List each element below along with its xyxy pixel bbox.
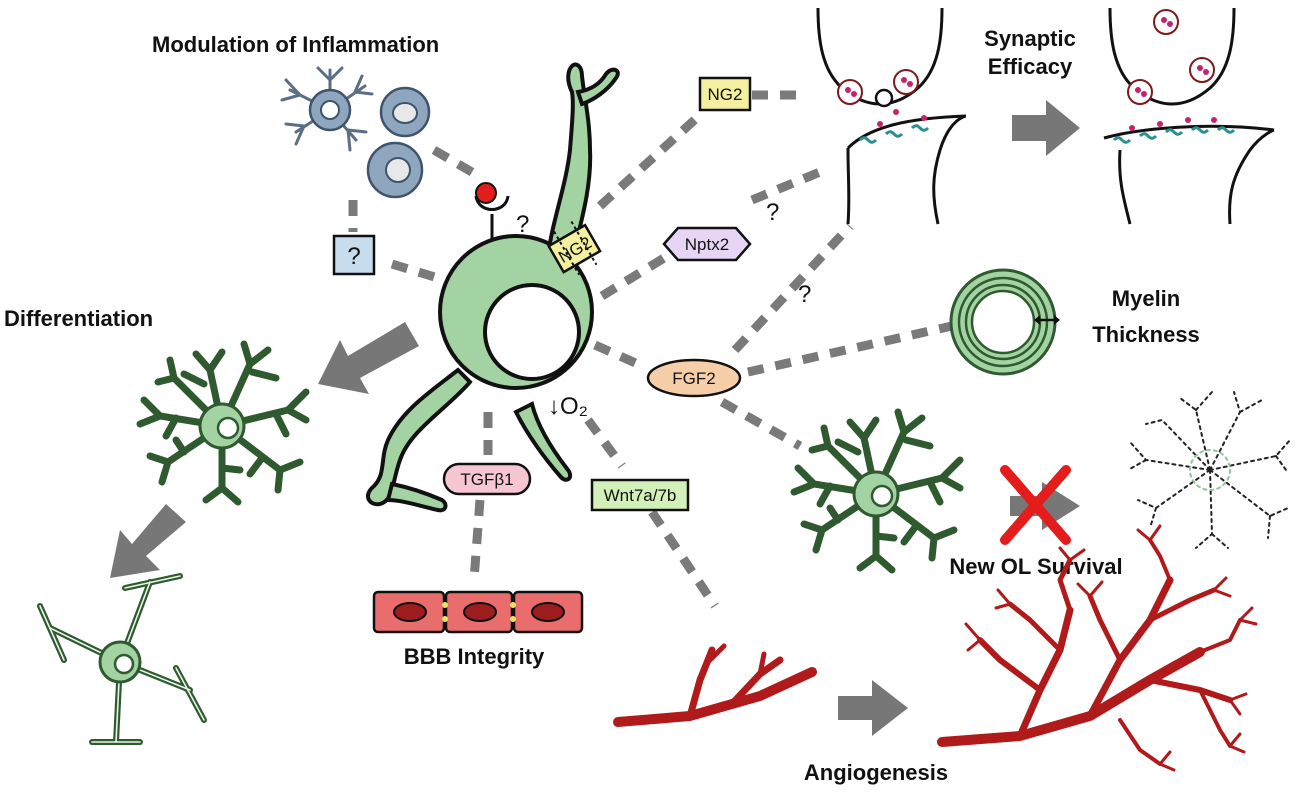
opc-cell — [366, 62, 620, 513]
link-fgf2-synapse — [731, 222, 854, 354]
receptor-cup — [474, 195, 510, 211]
link-wnt-vessel — [648, 509, 719, 609]
opc-bottom-process — [513, 401, 573, 482]
opc-upper-process — [545, 62, 593, 263]
unknown-factor-box: ? — [332, 234, 376, 276]
link-opc-ng2 — [596, 111, 704, 210]
nptx2-tag: Nptx2 ? — [662, 199, 779, 262]
link-nptx2-synapse — [750, 167, 822, 205]
opc-lower-process — [366, 367, 473, 507]
endothelial-cells — [372, 590, 584, 634]
unknown-factor-label: ? — [347, 243, 360, 270]
link-fgf2-ol — [719, 398, 803, 450]
premyelinating-ol-right — [790, 408, 964, 574]
heading-synaptic-line2: Efficacy — [988, 54, 1073, 79]
arrow-ol-survival — [1010, 482, 1080, 530]
heading-angiogenesis: Angiogenesis — [804, 760, 948, 785]
link-immune-receptor — [431, 146, 485, 182]
heading-inflammation: Modulation of Inflammation — [152, 32, 439, 57]
dying-ol — [1127, 391, 1291, 549]
postsynaptic-neuron-2 — [1118, 128, 1275, 225]
arrow-differentiation-2 — [110, 504, 186, 578]
dashed-connectors — [348, 90, 953, 609]
heading-bbb: BBB Integrity — [404, 644, 545, 669]
arrow-synaptic-efficacy — [1012, 100, 1080, 156]
wnt-tag: Wnt7a/7b — [590, 478, 690, 512]
link-fgf2-myelin — [747, 321, 953, 377]
immune-cell-1 — [379, 86, 431, 138]
link-opc-nptx2 — [599, 254, 667, 300]
receptor: ? — [474, 182, 529, 240]
fgf2-tag-label: FGF2 — [672, 369, 715, 388]
postsynaptic-neuron-1 — [846, 114, 967, 225]
vessel-simple — [613, 643, 817, 727]
arrow-angiogenesis — [838, 680, 908, 736]
ligand-dot — [475, 182, 497, 204]
myelin-question-mark: ? — [798, 281, 811, 308]
presynaptic-terminal-1 — [816, 7, 944, 106]
low-oxygen-label: ↓O₂ — [548, 393, 588, 420]
opc-upper-branch — [575, 67, 620, 107]
heading-synaptic-line1: Synaptic — [984, 26, 1076, 51]
ng2-tag: NG2 — [698, 76, 752, 112]
ng2-tag-label: NG2 — [708, 85, 743, 104]
tgfb1-tag-label: TGFβ1 — [460, 470, 513, 489]
link-tgfb1-bbb — [469, 499, 485, 581]
receptor-question-mark: ? — [516, 211, 529, 238]
arrow-differentiation-1 — [318, 322, 419, 394]
link-o2-wnt — [584, 417, 626, 469]
heading-differentiation: Differentiation — [4, 306, 153, 331]
fgf2-tag: FGF2 — [646, 358, 742, 398]
block-cross-icon — [1000, 465, 1071, 545]
microglia-nucleus — [320, 100, 340, 120]
heading-new-ol-survival: New OL Survival — [949, 554, 1122, 579]
vessel-branched — [937, 524, 1258, 772]
myelinating-ol — [37, 573, 207, 745]
block-arrows — [110, 100, 1080, 736]
immune-cell-2 — [366, 141, 424, 199]
wnt-tag-label: Wnt7a/7b — [604, 486, 677, 505]
myelin-spiral — [949, 268, 1060, 376]
nptx2-question-mark: ? — [766, 199, 779, 226]
opc-lower-branch — [385, 481, 448, 513]
opc-nucleus — [483, 283, 581, 381]
link-opc-fgf2 — [593, 340, 642, 370]
tgfb1-tag: TGFβ1 — [442, 462, 532, 496]
link-unknown-opc — [390, 259, 440, 283]
heading-myelin-line1: Myelin — [1112, 286, 1180, 311]
ng2-membrane-tag: NG2 — [546, 220, 602, 276]
heading-myelin-line2: Thickness — [1092, 322, 1200, 347]
nptx2-tag-label: Nptx2 — [685, 235, 729, 254]
synapse-before — [816, 7, 967, 225]
premyelinating-ol-left — [136, 340, 310, 506]
synapse-after — [1103, 7, 1275, 225]
